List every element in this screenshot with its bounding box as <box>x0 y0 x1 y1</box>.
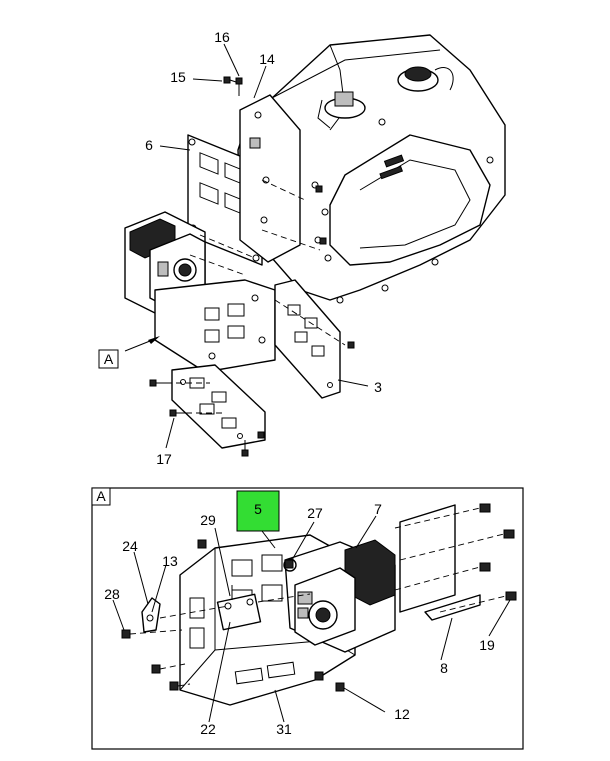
bolt-icon <box>257 431 265 439</box>
actuator-detail <box>283 539 396 653</box>
cover-plate-8 <box>399 504 481 621</box>
long-bolts-19 <box>394 503 517 613</box>
detail-a-label: A <box>96 488 106 504</box>
callout-28[interactable]: 28 <box>104 586 120 602</box>
bolt-icon <box>197 539 207 549</box>
link-arm-29 <box>216 585 262 631</box>
leader-lines-upper <box>124 43 369 449</box>
bolt-icon <box>241 440 249 457</box>
view-arrow-icon <box>148 336 160 344</box>
view-a-marker: A <box>98 349 119 369</box>
bolt-icon <box>314 671 324 681</box>
callout-14[interactable]: 14 <box>259 51 275 67</box>
detail-a-panel: A 5 <box>91 487 524 750</box>
bracket-14 <box>239 94 301 263</box>
view-a-label: A <box>104 351 114 367</box>
bolt-icon <box>315 185 323 193</box>
bolts-detail <box>121 539 345 692</box>
callout-22[interactable]: 22 <box>200 721 216 737</box>
callout-12[interactable]: 12 <box>394 706 410 722</box>
bolt-icon <box>235 77 243 96</box>
callout-31[interactable]: 31 <box>276 721 292 737</box>
callout-27[interactable]: 27 <box>307 505 323 521</box>
callout-7[interactable]: 7 <box>374 501 382 517</box>
alignment-lines-upper <box>156 179 346 414</box>
bolt-icon <box>319 237 327 245</box>
callout-17[interactable]: 17 <box>156 451 172 467</box>
bolt-icon <box>284 559 294 569</box>
bolt-icon <box>335 682 345 692</box>
alignment-lines-detail <box>159 593 311 619</box>
callout-19[interactable]: 19 <box>479 637 495 653</box>
callout-29[interactable]: 29 <box>200 512 216 528</box>
callout-5[interactable]: 5 <box>254 501 262 517</box>
bolts-upper <box>149 76 355 457</box>
callout-8[interactable]: 8 <box>440 660 448 676</box>
callout-13[interactable]: 13 <box>162 553 178 569</box>
callout-6[interactable]: 6 <box>145 137 153 153</box>
callout-15[interactable]: 15 <box>170 69 186 85</box>
lower-plate-17 <box>171 364 266 449</box>
bolt-icon <box>439 591 517 613</box>
bolt-icon <box>394 562 491 591</box>
leader-lines-detail <box>112 515 511 723</box>
highlight-box-5 <box>236 490 280 532</box>
bolt-icon <box>169 681 191 691</box>
actuator-bracket <box>154 279 276 373</box>
callout-3[interactable]: 3 <box>374 379 382 395</box>
callout-16[interactable]: 16 <box>214 29 230 45</box>
callout-24[interactable]: 24 <box>122 538 138 554</box>
clip-24 <box>141 597 161 633</box>
bolt-icon <box>394 503 491 529</box>
tank-housing <box>237 34 506 304</box>
bolt-icon <box>223 76 237 84</box>
upper-assembly: A 16 14 15 6 3 17 <box>98 29 506 467</box>
bolt-icon <box>399 529 515 561</box>
bolt-icon <box>347 341 355 349</box>
bolt-icon <box>151 663 186 674</box>
bolt-icon <box>121 629 183 639</box>
